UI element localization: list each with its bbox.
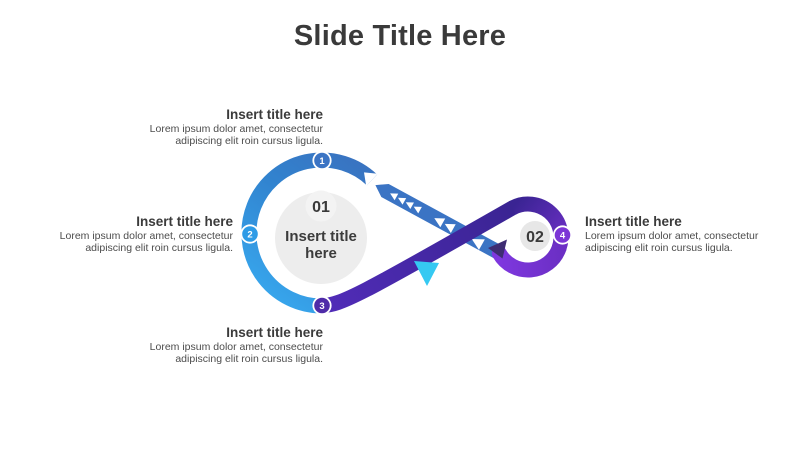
step-02-number: 02 [526, 229, 544, 246]
right-loop-bottom-arc [491, 240, 567, 278]
marker-1: 1 [312, 150, 332, 171]
cyan-arrow-icon [414, 261, 439, 286]
step-block-body-line: adipiscing elit roin cursus ligula. [175, 353, 323, 366]
step-01-title-line1: Insert title [285, 228, 357, 245]
marker-number: 1 [319, 156, 325, 167]
left-loop-arc [241, 152, 378, 314]
marker-dot [242, 226, 258, 242]
step-block-body-line: Lorem ipsum dolor amet, consectetur [149, 123, 323, 135]
step-01-number: 01 [312, 199, 330, 216]
step-block-title: Insert title here [585, 214, 682, 229]
step-block-body-line: adipiscing elit roin cursus ligula. [85, 242, 233, 255]
step-block-right: Insert title here Lorem ipsum dolor amet… [585, 215, 758, 255]
step-block-body-line: adipiscing elit roin cursus ligula. [585, 242, 733, 255]
step-01-circle [275, 192, 367, 284]
step-block-body-line: Lorem ipsum dolor amet, consectetur [59, 230, 233, 242]
step-block-title: Insert title here [226, 107, 323, 122]
marker-4: 4 [552, 225, 573, 245]
step-01-number-circle [305, 190, 337, 222]
step-block-top: Insert title here Lorem ipsum dolor amet… [150, 108, 323, 148]
step-block-body-line: Lorem ipsum dolor amet, consectetur [149, 341, 323, 353]
marker-dot [314, 152, 330, 169]
slide-title: Slide Title Here [293, 20, 507, 52]
step-block-body-line: adipiscing elit roin cursus ligula. [175, 135, 323, 148]
step-block-title: Insert title here [226, 325, 323, 340]
step-block-title: Insert title here [136, 214, 233, 229]
marker-dot [554, 227, 571, 243]
step-block-bottom: Insert title here Lorem ipsum dolor amet… [150, 326, 323, 366]
marker-3: 3 [312, 295, 332, 316]
marker-2: 2 [240, 224, 260, 244]
marker-number: 4 [560, 230, 566, 241]
marker-number: 3 [319, 301, 324, 312]
marker-number: 2 [247, 229, 252, 240]
step-block-body-line: Lorem ipsum dolor amet, consectetur [585, 230, 759, 242]
step-02-number-circle [520, 221, 550, 251]
marker-dot [314, 297, 330, 314]
arc-end-notch [364, 172, 378, 187]
tail-arrowhead-icon [488, 239, 507, 259]
step-block-left: Insert title here Lorem ipsum dolor amet… [60, 215, 233, 255]
step-01-title-line2: here [305, 245, 337, 262]
